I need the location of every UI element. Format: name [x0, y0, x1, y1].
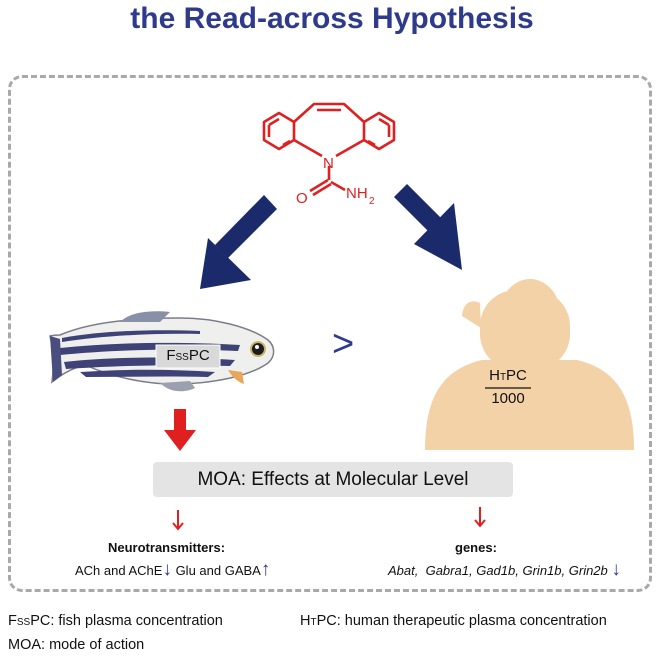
fish-label: FSSPC: [156, 347, 220, 364]
molecule-subscript: 2: [369, 196, 375, 207]
arrow-down-icon: ↓: [162, 559, 172, 580]
footnote-fsspc-main: F: [8, 613, 17, 629]
fish-label-box: [155, 344, 221, 369]
molecule-nh-label: NH: [346, 185, 368, 202]
moa-box: [153, 462, 513, 497]
neurotransmitters-text-1: ACh and AChE: [75, 563, 163, 578]
footnote-fsspc: FSSPC: fish plasma concentration: [8, 613, 223, 629]
neurotransmitters-effects: ACh and AChE↓ Glu and GABA↑: [75, 560, 270, 579]
footnote-htpc: HTPC: human therapeutic plasma concentra…: [300, 613, 607, 629]
fish-label-main: F: [166, 347, 176, 364]
fish-label-sub: SS: [175, 352, 189, 363]
human-label-denominator: 1000: [491, 390, 525, 407]
comparison-symbol: >: [332, 323, 355, 365]
footnote-fsspc-sub: SS: [16, 617, 31, 628]
gene-grin1b: Grin1b: [522, 563, 562, 578]
thin-red-arrow-left: [172, 510, 184, 531]
footnote-htpc-main: H: [300, 613, 311, 629]
arrow-up-icon: ↑: [260, 559, 271, 580]
footnote-htpc-rest: PC: human therapeutic plasma concentrati…: [316, 613, 607, 629]
molecule-o-label: O: [296, 190, 308, 207]
fish-label-rest: PC: [188, 347, 210, 364]
molecule-n-label: N: [323, 155, 334, 172]
neurotransmitters-text-2: Glu and GABA: [171, 563, 261, 578]
gene-abat: Abat: [388, 563, 415, 578]
genes-list: Abat, Gabra1, Gad1b, Grin1b, Grin2b ↓: [388, 559, 621, 580]
footnote-fsspc-rest: PC: fish plasma concentration: [30, 613, 223, 629]
diagram-title: the Read-across Hypothesis: [130, 2, 534, 35]
arrow-to-human: [394, 184, 462, 270]
footnote-moa: MOA: mode of action: [8, 637, 145, 653]
gene-gad1b: Gad1b: [476, 563, 516, 578]
thick-red-arrow: [164, 409, 196, 451]
gene-gabra1: Gabra1: [425, 563, 469, 578]
thin-red-arrow-right: [474, 507, 486, 528]
genes-heading: genes:: [455, 540, 497, 555]
human-label-sub: T: [499, 372, 507, 383]
carbamazepine-molecule: [262, 102, 396, 197]
neurotransmitters-heading: Neurotransmitters:: [108, 540, 226, 555]
dashed-frame: [8, 75, 652, 592]
human-label-numerator: HTPC: [481, 367, 535, 384]
arrow-to-fish: [200, 195, 277, 289]
human-label-rest: PC: [506, 367, 527, 384]
gene-grin2b: Grin2b: [568, 563, 608, 578]
genes-arrow-down-icon: ↓: [611, 559, 621, 580]
human-silhouette: [425, 279, 634, 450]
human-label-main: H: [489, 367, 500, 384]
footnote-htpc-sub: T: [310, 617, 317, 628]
moa-box-label: MOA: Effects at Molecular Level: [197, 469, 469, 490]
